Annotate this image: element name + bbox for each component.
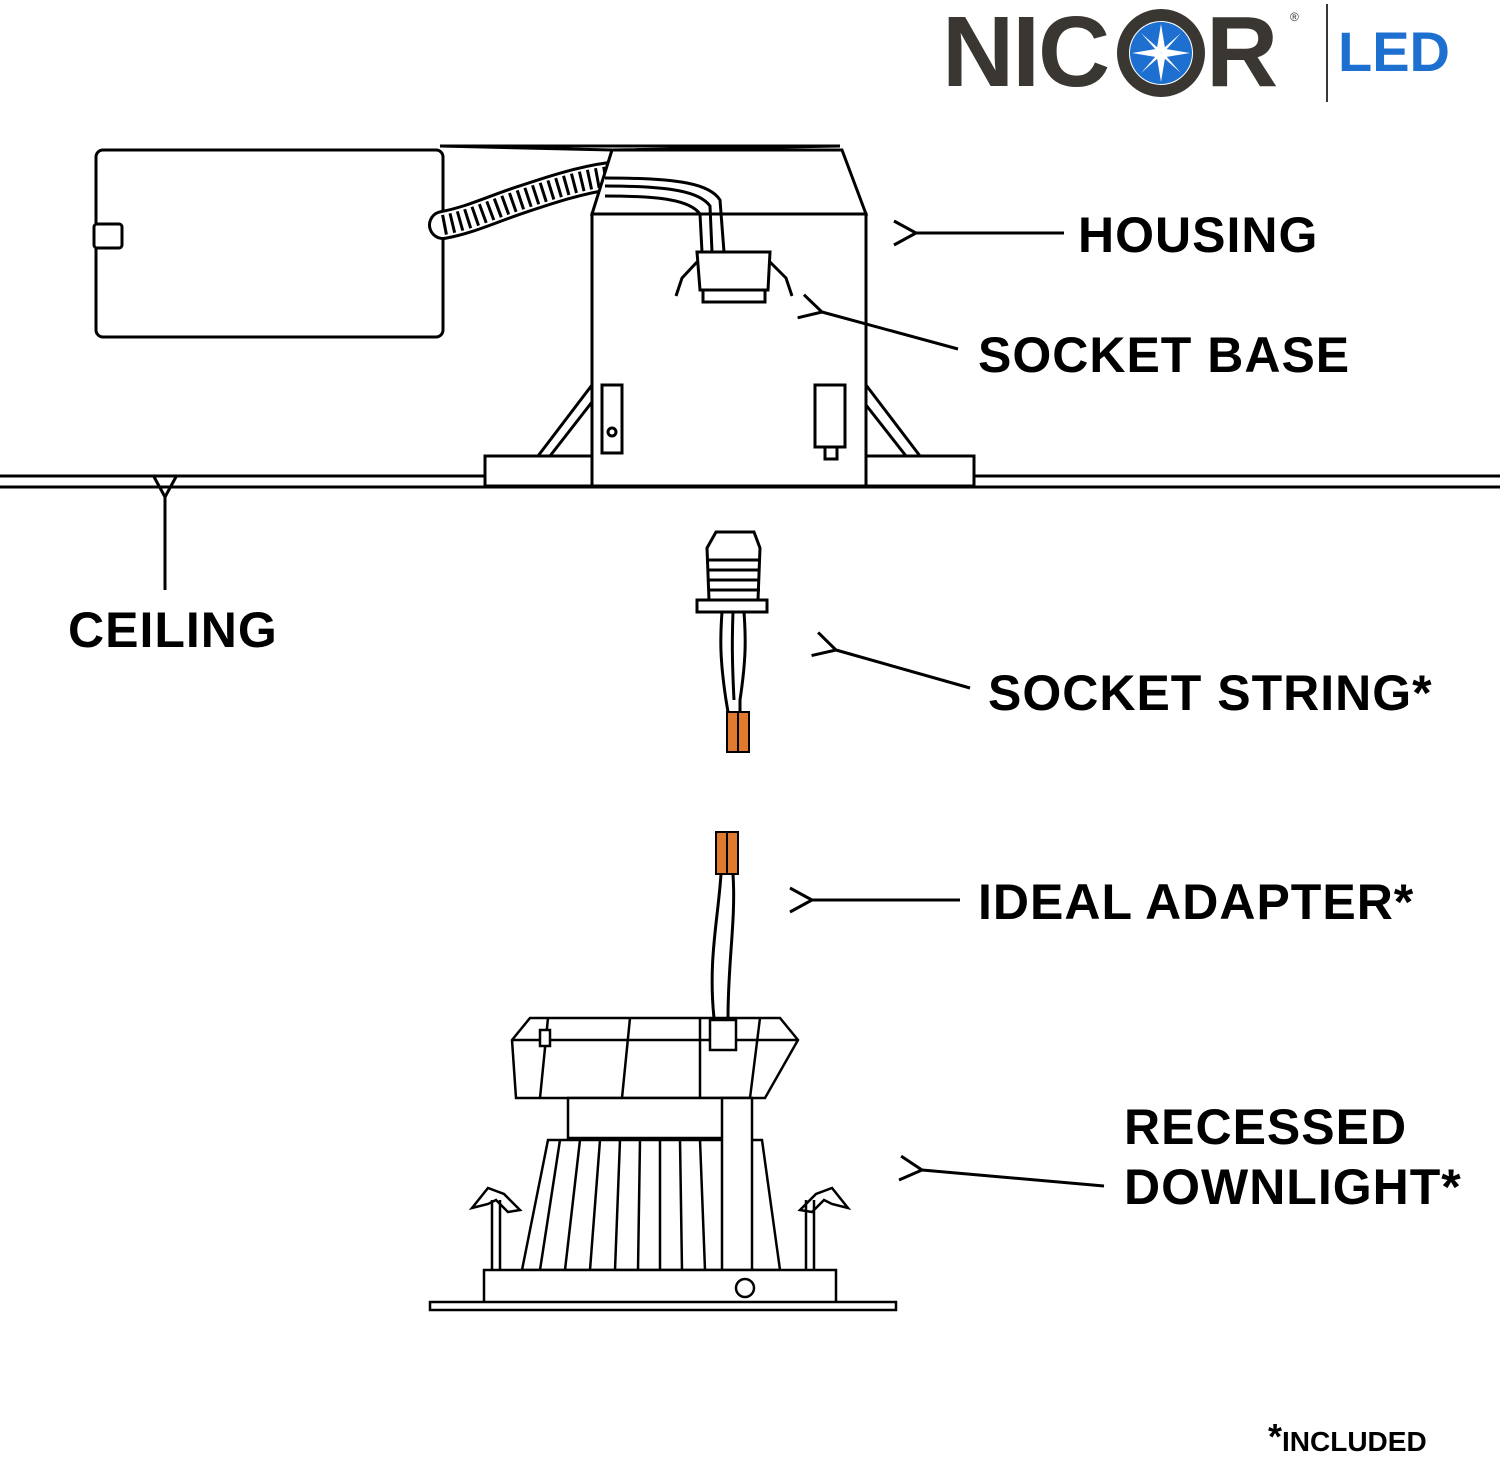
arrows xyxy=(165,233,1105,1188)
registered-mark: ® xyxy=(1290,10,1299,24)
logo-divider xyxy=(1326,4,1328,102)
ceiling-label: CEILING xyxy=(68,602,278,658)
flex-conduit xyxy=(428,161,625,240)
socket-base-label: SOCKET BASE xyxy=(978,327,1351,383)
footnote-text: INCLUDED xyxy=(1282,1426,1427,1457)
socket-string-label: SOCKET STRING* xyxy=(988,665,1433,721)
arrow-socket-base xyxy=(822,312,959,351)
recessed-downlight-label: RECESSED DOWNLIGHT* xyxy=(1124,1097,1462,1217)
ideal-adapter-label: IDEAL ADAPTER* xyxy=(978,874,1415,930)
recessed-label-line1: RECESSED xyxy=(1124,1099,1408,1155)
socket-base xyxy=(674,250,794,304)
footnote-star: * xyxy=(1268,1416,1283,1457)
logo-suffix: LED xyxy=(1338,20,1450,83)
recessed-label-line2: DOWNLIGHT* xyxy=(1124,1159,1462,1215)
socket-string xyxy=(695,530,769,753)
arrow-recessed-downlight xyxy=(922,1170,1105,1188)
arrow-socket-string xyxy=(836,650,971,690)
starburst-o-icon xyxy=(1117,9,1205,97)
housing-label: HOUSING xyxy=(1078,207,1319,263)
ideal-adapter xyxy=(710,831,739,1019)
included-footnote: *INCLUDED xyxy=(1268,1416,1427,1458)
logo-brand-right: R xyxy=(1206,0,1278,108)
nicor-led-logo: NIC R ® LED xyxy=(940,0,1460,104)
junction-box xyxy=(92,148,445,339)
logo-brand-left: NIC xyxy=(942,0,1110,108)
recessed-downlight xyxy=(428,1016,898,1312)
